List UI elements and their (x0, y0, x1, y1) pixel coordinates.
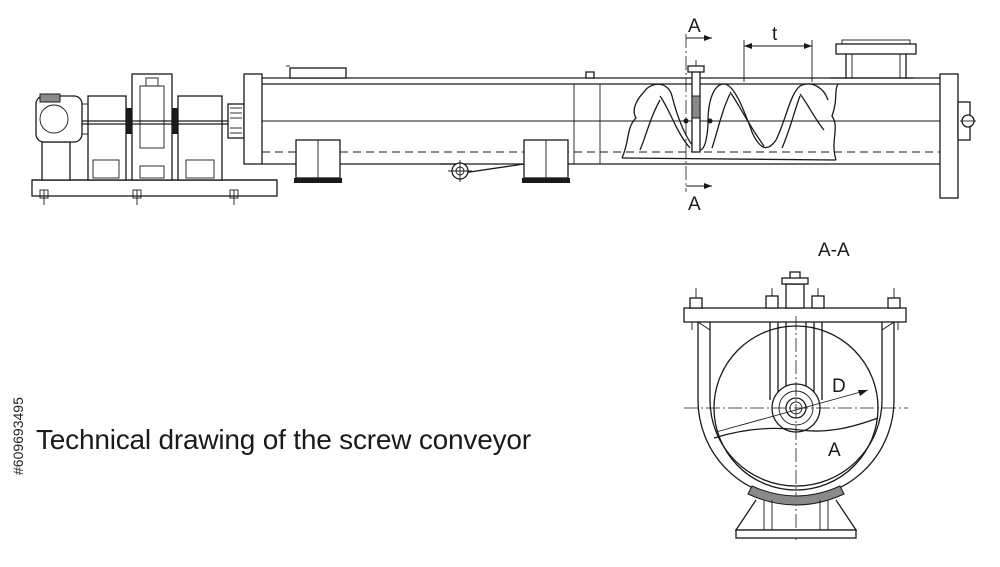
section-label-bottom: A (688, 194, 701, 215)
side-view (31, 34, 976, 205)
section-view-a-a (683, 271, 908, 540)
fill-area-label: A (828, 440, 841, 461)
reduction-gearbox (87, 73, 223, 181)
diameter-dimension (715, 389, 869, 433)
electric-motor (35, 93, 88, 181)
drive-base-frame (31, 179, 278, 205)
section-support-base (734, 499, 858, 539)
drawing-caption: Technical drawing of the screw conveyor (36, 424, 531, 455)
material-level-line (713, 417, 879, 439)
intermediate-flange (440, 160, 525, 182)
conveyor-trough (262, 77, 940, 165)
section-view-title: A-A (818, 240, 850, 261)
pitch-label: t (772, 24, 778, 45)
top-cover (286, 65, 595, 79)
section-cover-flange (683, 271, 907, 330)
pitch-dimension (743, 40, 813, 82)
section-marker-a (685, 34, 712, 192)
screw-flights (621, 83, 839, 161)
section-label-top: A (688, 16, 701, 37)
stock-id-watermark: #609693495 (2, 325, 32, 475)
hanger-bearing (687, 60, 705, 153)
trough-supports (294, 139, 570, 183)
stock-id-text: #609693495 (10, 397, 26, 475)
section-hanger-rods (769, 322, 823, 400)
inlet-hopper (830, 39, 917, 79)
tail-end (939, 73, 976, 199)
diameter-label: D (832, 376, 846, 397)
drive-end-flange (243, 73, 263, 165)
drive-end-bearing (227, 103, 245, 139)
